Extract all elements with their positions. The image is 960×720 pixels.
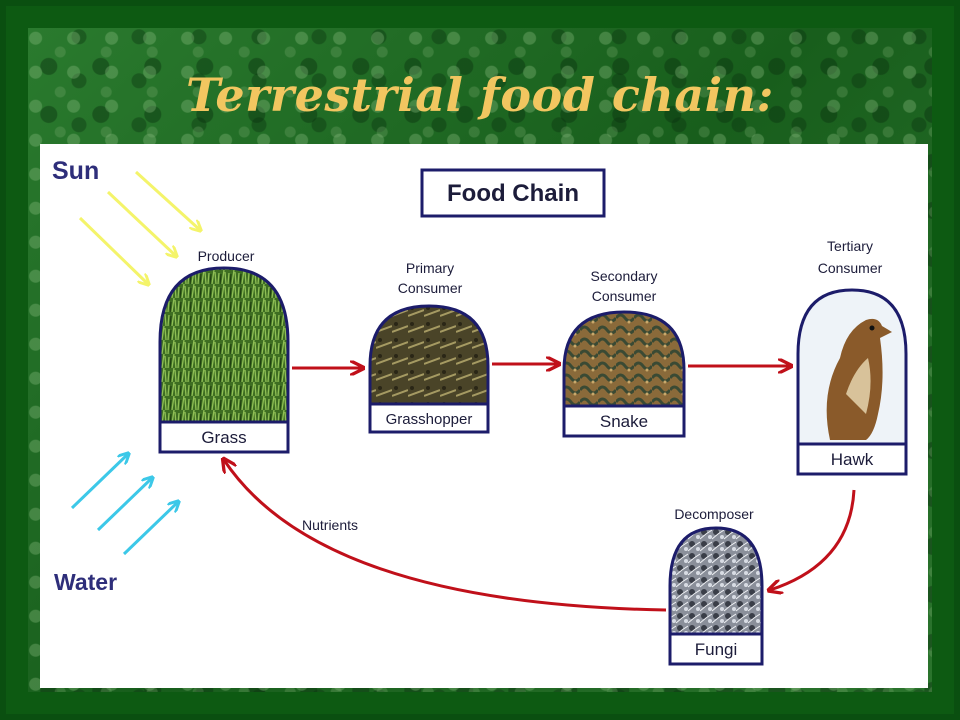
diagram-canvas: Sun Water Food Chain Producer Grass bbox=[52, 157, 908, 666]
fungi-image bbox=[668, 526, 764, 636]
diagram-heading: Food Chain bbox=[447, 180, 579, 207]
nutrients-label: Nutrients bbox=[302, 517, 358, 533]
grasshopper-label: Grasshopper bbox=[386, 411, 473, 428]
primary-role-line1: Primary bbox=[406, 260, 454, 276]
fungi-label-box bbox=[668, 632, 764, 666]
slide-title: Terrestrial food chain: bbox=[185, 68, 775, 122]
decomposer-role-label: Decomposer bbox=[674, 506, 754, 522]
tertiary-role-line1: Tertiary bbox=[827, 238, 873, 254]
tertiary-role-line2: Consumer bbox=[818, 260, 883, 276]
sun-rays bbox=[78, 170, 200, 284]
secondary-role-line1: Secondary bbox=[591, 268, 658, 284]
arrow-hawk-to-fungi bbox=[770, 489, 856, 590]
water-label: Water bbox=[54, 569, 117, 595]
hawk-label: Hawk bbox=[831, 450, 874, 469]
snake-image bbox=[562, 310, 686, 408]
grasshopper-image bbox=[368, 304, 490, 406]
snake-label: Snake bbox=[600, 412, 648, 431]
hawk-label-box bbox=[796, 442, 908, 476]
grass-label: Grass bbox=[201, 428, 246, 447]
fungi-label: Fungi bbox=[695, 640, 738, 659]
grasshopper-label-box bbox=[368, 402, 490, 434]
grass-image bbox=[158, 266, 290, 424]
secondary-role-line2: Consumer bbox=[592, 288, 657, 304]
water-arrows bbox=[70, 454, 178, 556]
hawk-image bbox=[796, 288, 908, 446]
grass-label-box bbox=[158, 420, 290, 454]
primary-role-line2: Consumer bbox=[398, 280, 463, 296]
arrow-fungi-to-grass bbox=[224, 460, 667, 612]
food-chain-diagram: Sun Water Food Chain Producer Grass bbox=[40, 144, 928, 688]
sun-label: Sun bbox=[52, 157, 99, 185]
heading-box bbox=[420, 168, 606, 218]
producer-role-label: Producer bbox=[198, 248, 255, 264]
snake-label-box bbox=[562, 404, 686, 438]
